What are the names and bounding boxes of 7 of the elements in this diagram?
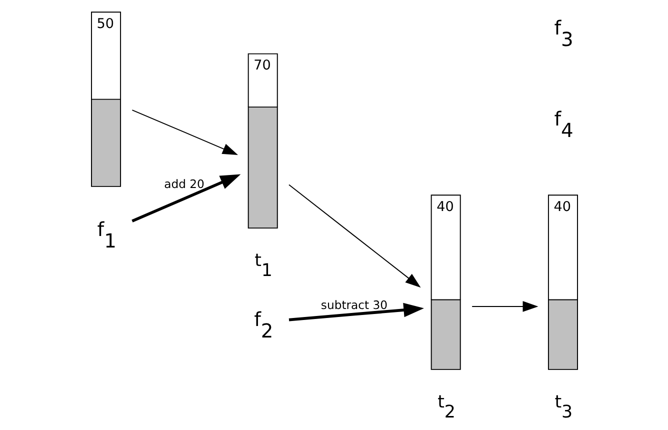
- edge-label: add 20: [164, 176, 204, 191]
- arrow: [288, 302, 424, 322]
- arrow: [131, 174, 240, 222]
- arrow: [288, 184, 420, 288]
- edge-label: subtract 30: [320, 298, 388, 312]
- arrow: [471, 301, 538, 312]
- arrow: [131, 110, 238, 155]
